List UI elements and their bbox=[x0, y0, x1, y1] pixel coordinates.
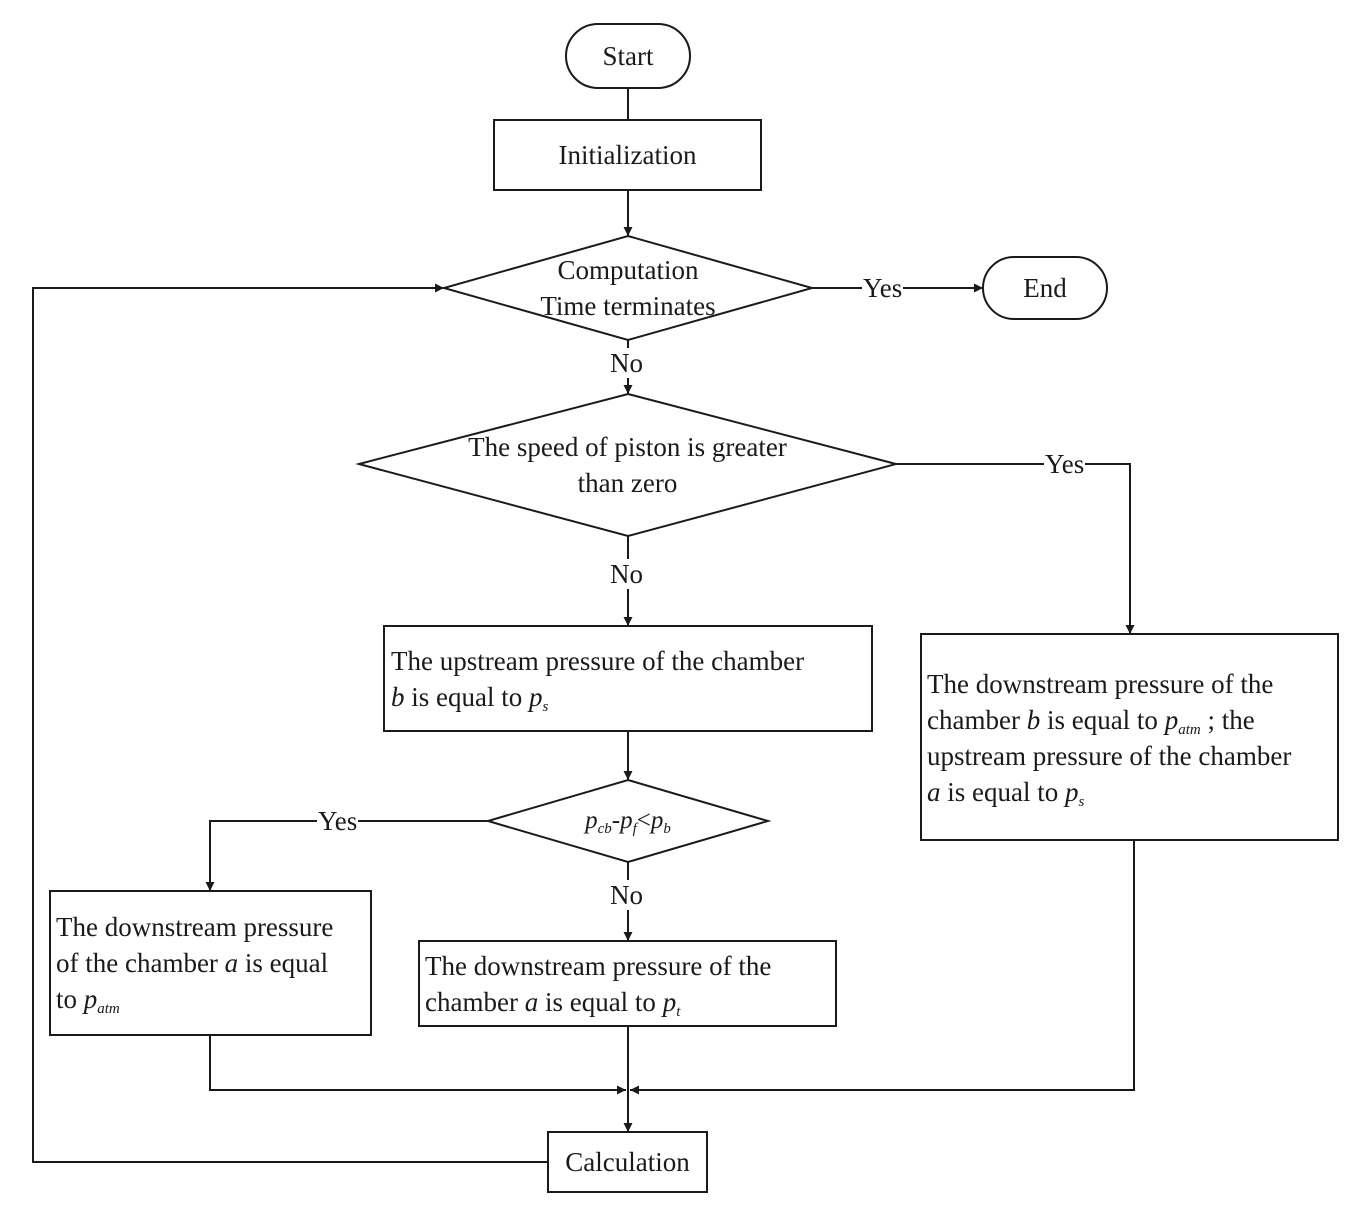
time-decision-line2: Time terminates bbox=[540, 291, 716, 321]
atm-box-to-merge-connector bbox=[209, 1035, 626, 1095]
pressure-yes-connector bbox=[205, 820, 488, 891]
down-a-t-label: The downstream pressure of the chamber a… bbox=[425, 948, 771, 1020]
speed-yes-connector bbox=[896, 463, 1135, 634]
pressure-yes-label: Yes bbox=[317, 806, 359, 836]
speed-no-label: No bbox=[609, 559, 644, 589]
init-label: Initialization bbox=[558, 140, 697, 170]
time-no-label: No bbox=[609, 348, 644, 378]
down-b-up-a-label: The downstream pressure of the chamber b… bbox=[927, 666, 1291, 810]
end-label: End bbox=[1023, 273, 1067, 303]
down-a-atm-line2: of the chamber a is equal bbox=[56, 948, 329, 978]
down-b-up-a-line2: chamber b is equal to patm ; the bbox=[927, 705, 1255, 738]
down-a-atm-line3: to patm bbox=[56, 984, 120, 1017]
upstream-b-line1: The upstream pressure of the chamber bbox=[391, 646, 805, 676]
calc-loop-back-connector bbox=[32, 283, 548, 1163]
start-label: Start bbox=[602, 41, 654, 71]
down-b-up-a-line1: The downstream pressure of the bbox=[927, 669, 1274, 699]
down-a-atm-label: The downstream pressure of the chamber a… bbox=[56, 909, 333, 1017]
init-box bbox=[493, 119, 762, 191]
down-a-atm-line1: The downstream pressure bbox=[56, 912, 334, 942]
upstream-b-label: The upstream pressure of the chamber b i… bbox=[391, 643, 804, 715]
down-b-up-a-box bbox=[920, 633, 1339, 841]
speed-decision-line1: The speed of piston is greater bbox=[468, 432, 787, 462]
calc-label: Calculation bbox=[565, 1147, 690, 1177]
pressure-no-label: No bbox=[609, 880, 644, 910]
time-yes-label: Yes bbox=[862, 273, 904, 303]
down-a-t-line2: chamber a is equal to pt bbox=[425, 987, 681, 1020]
time-decision-label: Computation Time terminates bbox=[444, 252, 812, 324]
time-decision-line1: Computation bbox=[557, 255, 699, 285]
speed-decision-label: The speed of piston is greater than zero bbox=[359, 429, 896, 501]
upstream-b-line2: b is equal to ps bbox=[391, 682, 549, 715]
speed-yes-label: Yes bbox=[1044, 449, 1086, 479]
down-a-t-box bbox=[418, 940, 837, 1027]
down-b-up-a-line3: upstream pressure of the chamber bbox=[927, 741, 1292, 771]
down-b-up-a-line4: a is equal to ps bbox=[927, 777, 1085, 810]
speed-decision-line2: than zero bbox=[577, 468, 678, 498]
down-a-t-line1: The downstream pressure of the bbox=[425, 951, 772, 981]
right-box-to-merge-connector bbox=[630, 840, 1135, 1095]
pressure-decision-label: pcb-pf<pb bbox=[585, 807, 671, 837]
upstream-b-box bbox=[383, 625, 873, 732]
